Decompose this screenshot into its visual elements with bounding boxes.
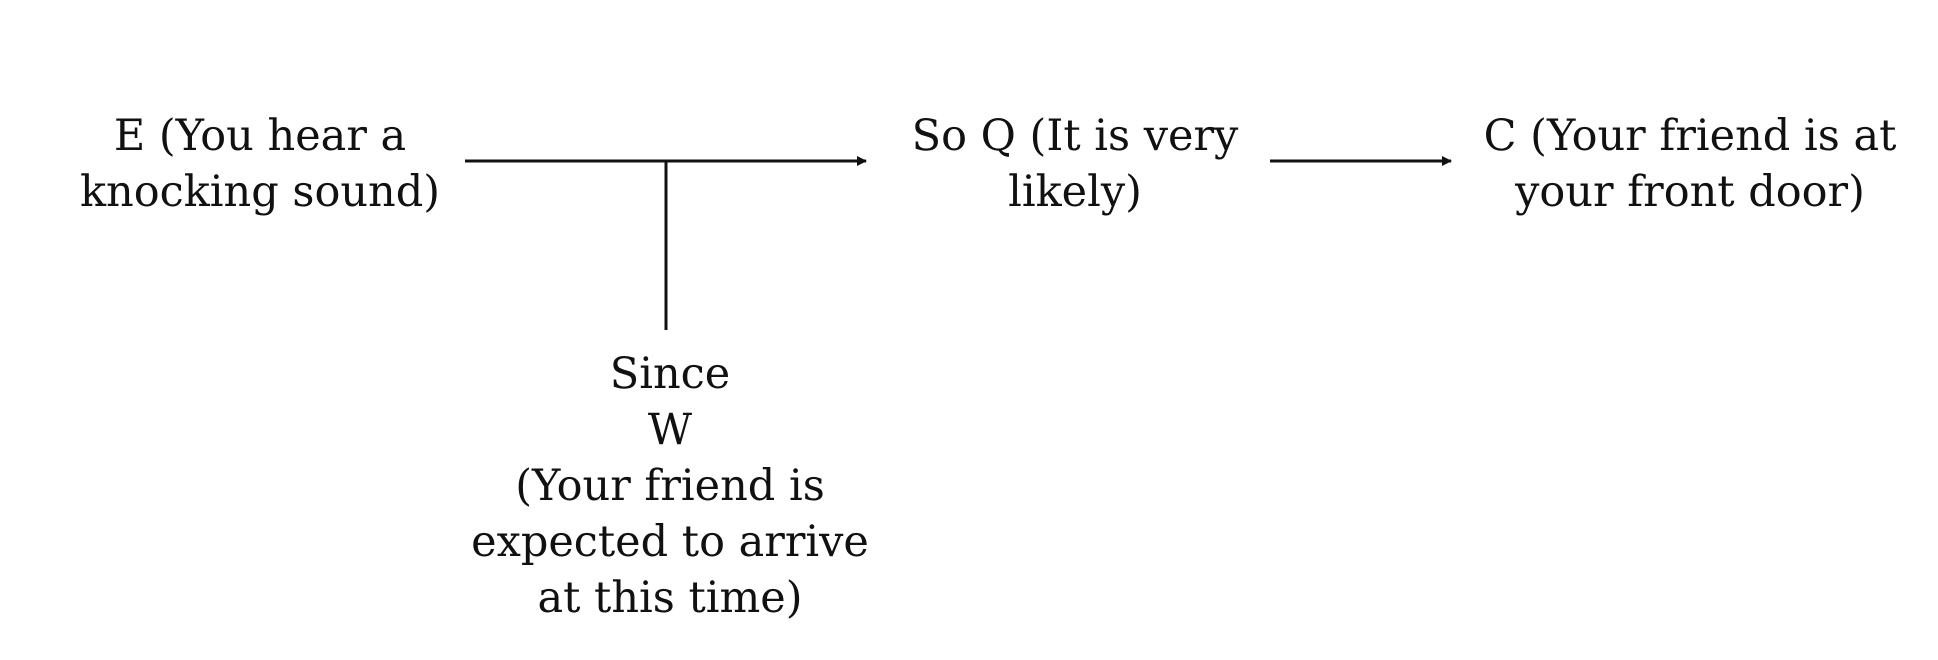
warrant-node: Since W (Your friend is expected to arri… bbox=[460, 346, 880, 626]
conclusion-line-1: C (Your friend is at bbox=[1483, 111, 1897, 161]
warrant-line-4: expected to arrive bbox=[471, 517, 869, 567]
qualified-claim-node: So Q (It is very likely) bbox=[880, 108, 1270, 220]
qualified-claim-line-1: So Q (It is very bbox=[911, 111, 1239, 161]
evidence-line-2: knocking sound) bbox=[79, 167, 441, 217]
warrant-line-1: Since bbox=[609, 349, 731, 399]
warrant-line-2: W bbox=[647, 405, 693, 455]
conclusion-node: C (Your friend is at your front door) bbox=[1480, 108, 1900, 220]
evidence-line-1: E (You hear a bbox=[113, 111, 407, 161]
conclusion-line-2: your front door) bbox=[1515, 167, 1865, 217]
evidence-node: E (You hear a knocking sound) bbox=[70, 108, 450, 220]
warrant-line-3: (Your friend is bbox=[515, 461, 825, 511]
warrant-line-5: at this time) bbox=[537, 573, 803, 623]
qualified-claim-line-2: likely) bbox=[1008, 167, 1142, 217]
